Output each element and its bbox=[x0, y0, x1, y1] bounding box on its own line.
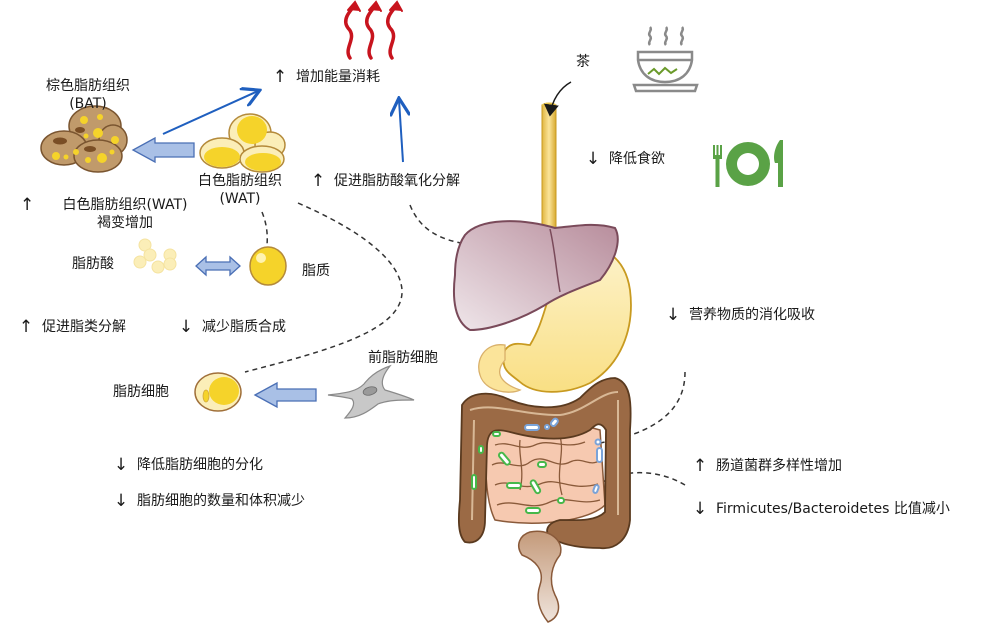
adipocyte-cell-icon bbox=[194, 372, 242, 412]
fatty-acid-icon bbox=[133, 238, 177, 274]
differentiation-block-arrow bbox=[253, 381, 317, 409]
fatty-acid-oxidation-label: ↑ 促进脂肪酸氧化分解 bbox=[310, 171, 460, 191]
oxidation-to-liver-connector bbox=[409, 204, 468, 245]
digestion-label: ↓ 营养物质的消化吸收 bbox=[665, 305, 815, 325]
lipid-label: 脂质 bbox=[302, 263, 330, 279]
preadipocyte-label: 前脂肪细胞 bbox=[368, 350, 438, 366]
fork-plate-knife-icon bbox=[713, 140, 783, 187]
colon-shape bbox=[457, 377, 632, 550]
browning-block-arrow bbox=[131, 136, 195, 164]
adipocyte-label: 脂肪细胞 bbox=[113, 384, 169, 400]
esophagus-shape bbox=[541, 104, 557, 231]
preadipocyte-cell-icon bbox=[327, 364, 415, 419]
heat-waves-icon bbox=[343, 0, 403, 60]
wat-to-adipocyte-connector bbox=[244, 202, 403, 373]
lipolysis-label: ↑ 促进脂类分解 bbox=[18, 317, 126, 337]
appetite-label: ↓ 降低食欲 bbox=[585, 149, 665, 169]
lipid-droplet-icon bbox=[249, 246, 287, 286]
fatty-acid-lipid-double-arrow bbox=[195, 255, 241, 277]
liver-shape bbox=[452, 220, 619, 332]
cell-count-label: ↓ 脂肪细胞的数量和体积减少 bbox=[113, 491, 305, 511]
tea-arrow bbox=[543, 81, 572, 117]
lipogenesis-label: ↓ 减少脂质合成 bbox=[178, 317, 286, 337]
bat-cells-icon bbox=[40, 105, 128, 173]
browning-label: 白色脂肪组织(WAT) 褐变增加 bbox=[62, 197, 188, 231]
wat-cells-icon bbox=[199, 113, 286, 173]
energy-expenditure-label: ↑ 增加能量消耗 bbox=[272, 67, 380, 87]
differentiation-label: ↓ 降低脂肪细胞的分化 bbox=[113, 455, 263, 475]
microbiota-label: ↑ 肠道菌群多样性增加 bbox=[692, 456, 842, 476]
wat-label: 白色脂肪组织 (WAT) bbox=[198, 173, 282, 207]
bat-label: 棕色脂肪组织 (BAT) bbox=[46, 78, 130, 112]
duodenum-shape bbox=[478, 344, 522, 393]
rectum-shape bbox=[518, 530, 562, 623]
bacteria-group bbox=[471, 417, 603, 514]
tea-bowl-icon bbox=[632, 26, 699, 93]
tea-label: 茶 bbox=[576, 54, 590, 70]
wat-to-lipid-connector bbox=[261, 211, 268, 246]
oxidation-to-energy-arrow bbox=[399, 100, 403, 163]
wat-to-energy-arrow bbox=[162, 91, 258, 135]
fatty-acid-label: 脂肪酸 bbox=[72, 256, 114, 272]
browning-arrow: ↑ bbox=[20, 195, 35, 215]
fb-ratio-label: ↓ Firmicutes/Bacteroidetes 比值减小 bbox=[692, 499, 950, 519]
